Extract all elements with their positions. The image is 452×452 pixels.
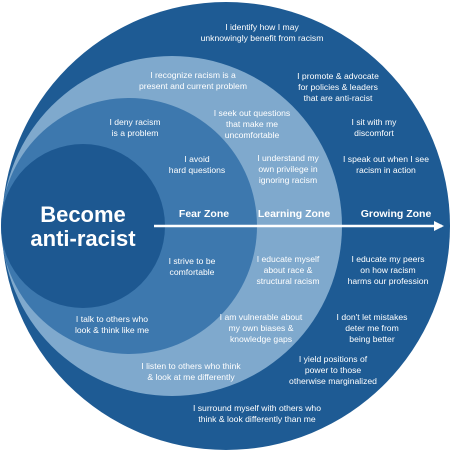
statement-line: knowledge gaps: [230, 334, 292, 344]
statement-line: about race &: [264, 265, 313, 275]
statement-line: own privilege in: [258, 164, 317, 174]
statement-line: & look at me differently: [147, 372, 235, 382]
fear-zone-label: Fear Zone: [179, 208, 229, 220]
statement-line: that make me: [226, 119, 278, 129]
title-line-1: Become: [40, 202, 126, 227]
statement-line: I educate my peers: [351, 254, 424, 264]
statement-line: I recognize racism is a: [150, 70, 236, 80]
statement-line: I am vulnerable about: [220, 312, 303, 322]
statement-line: racism in action: [356, 165, 416, 175]
core-circle: [1, 144, 165, 308]
statement-line: comfortable: [170, 267, 215, 277]
statement-line: I yield positions of: [299, 354, 368, 364]
statement-line: ignoring racism: [259, 175, 317, 185]
statement-line: look & think like me: [75, 325, 149, 335]
statement-line: discomfort: [354, 128, 394, 138]
statement-line: I seek out questions: [214, 108, 290, 118]
statement-line: think & look differently than me: [198, 414, 316, 424]
statement-line: otherwise marginalized: [289, 376, 377, 386]
statement-line: I educate myself: [257, 254, 320, 264]
statement-line: I sit with my: [352, 117, 398, 127]
statement-line: I listen to others who think: [141, 361, 241, 371]
statement-line: is a problem: [112, 128, 159, 138]
growing-zone-label: Growing Zone: [361, 208, 432, 220]
statement-line: I speak out when I see: [343, 154, 429, 164]
statement-line: deter me from: [345, 323, 399, 333]
statement-line: hard questions: [169, 165, 225, 175]
statement-line: I promote & advocate: [297, 71, 379, 81]
statement-line: being better: [349, 334, 395, 344]
statement-line: uncomfortable: [225, 130, 280, 140]
statement-line: structural racism: [256, 276, 319, 286]
statement-line: I avoid: [184, 154, 210, 164]
statement-line: present and current problem: [139, 81, 247, 91]
statement-line: I don't let mistakes: [337, 312, 408, 322]
statement-line: I surround myself with others who: [193, 403, 321, 413]
statement-line: I strive to be: [169, 256, 216, 266]
statement-line: I talk to others who: [76, 314, 148, 324]
statement-line: I deny racism: [109, 117, 160, 127]
learning-statement: I listen to others who think& look at me…: [141, 361, 241, 382]
statement-line: power to those: [305, 365, 362, 375]
statement-line: I understand my: [257, 153, 319, 163]
statement-line: I identify how I may: [225, 22, 299, 32]
statement-line: that are anti-racist: [304, 93, 373, 103]
statement-line: unknowingly benefit from racism: [201, 33, 324, 43]
statement-line: for policies & leaders: [298, 82, 378, 92]
title-line-2: anti-racist: [30, 226, 136, 251]
learning-zone-label: Learning Zone: [258, 208, 330, 220]
statement-line: my own biases &: [229, 323, 294, 333]
statement-line: harms our profession: [348, 276, 429, 286]
statement-line: on how racism: [360, 265, 415, 275]
